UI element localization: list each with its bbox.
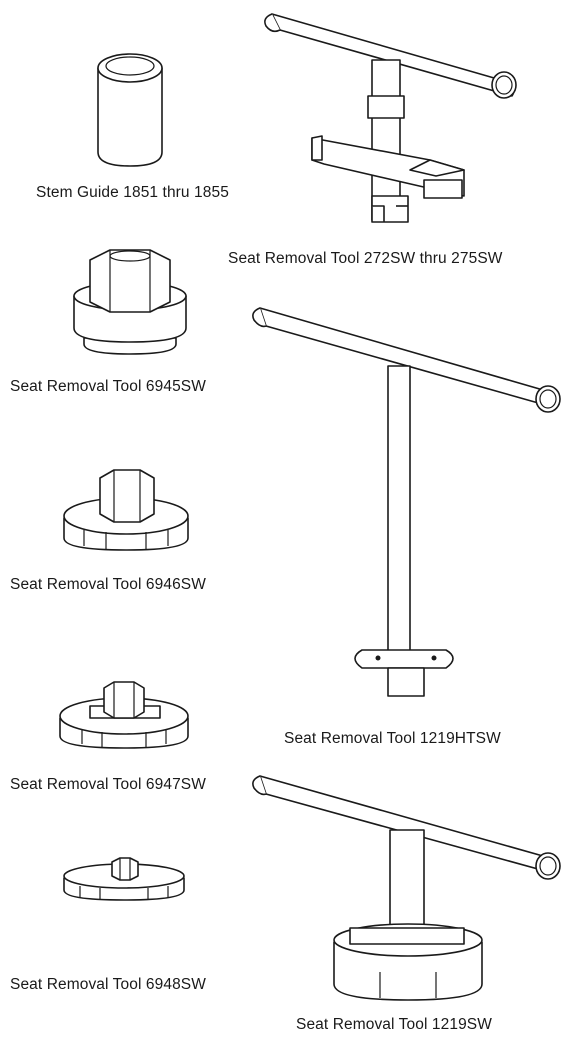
tool-6946sw-figure: Seat Removal Tool 6946SW	[0, 450, 260, 600]
tool-1219sw-caption: Seat Removal Tool 1219SW	[296, 1016, 492, 1033]
tool-6947sw-drawing	[59, 681, 189, 749]
tool-6947sw-caption: Seat Removal Tool 6947SW	[10, 776, 206, 793]
tool-1219htsw-caption: Seat Removal Tool 1219HTSW	[284, 730, 501, 747]
tool-272sw-caption: Seat Removal Tool 272SW thru 275SW	[228, 250, 503, 267]
tool-6946sw-drawing	[63, 469, 189, 551]
tool-1219sw-figure: Seat Removal Tool 1219SW	[250, 760, 579, 1040]
tool-1219htsw-drawing	[252, 307, 561, 697]
tool-1219sw-drawing	[252, 775, 561, 1001]
tool-6945sw-drawing	[73, 249, 187, 355]
tool-6948sw-drawing	[63, 857, 185, 901]
stem-guide-caption: Stem Guide 1851 thru 1855	[36, 184, 229, 201]
tool-1219htsw-figure: Seat Removal Tool 1219HTSW	[250, 296, 579, 756]
tool-6948sw-figure: Seat Removal Tool 6948SW	[0, 857, 250, 1000]
tool-272sw-figure: Seat Removal Tool 272SW thru 275SW	[228, 0, 579, 280]
tool-6945sw-figure: Seat Removal Tool 6945SW	[0, 236, 260, 406]
tool-272sw-drawing	[264, 13, 517, 223]
stem-guide-figure: Stem Guide 1851 thru 1855	[0, 0, 260, 220]
tool-6946sw-caption: Seat Removal Tool 6946SW	[10, 576, 206, 593]
tool-6948sw-caption: Seat Removal Tool 6948SW	[10, 976, 206, 993]
stem-guide-drawing	[97, 53, 163, 167]
tool-6947sw-figure: Seat Removal Tool 6947SW	[0, 670, 260, 800]
tool-6945sw-caption: Seat Removal Tool 6945SW	[10, 378, 206, 395]
